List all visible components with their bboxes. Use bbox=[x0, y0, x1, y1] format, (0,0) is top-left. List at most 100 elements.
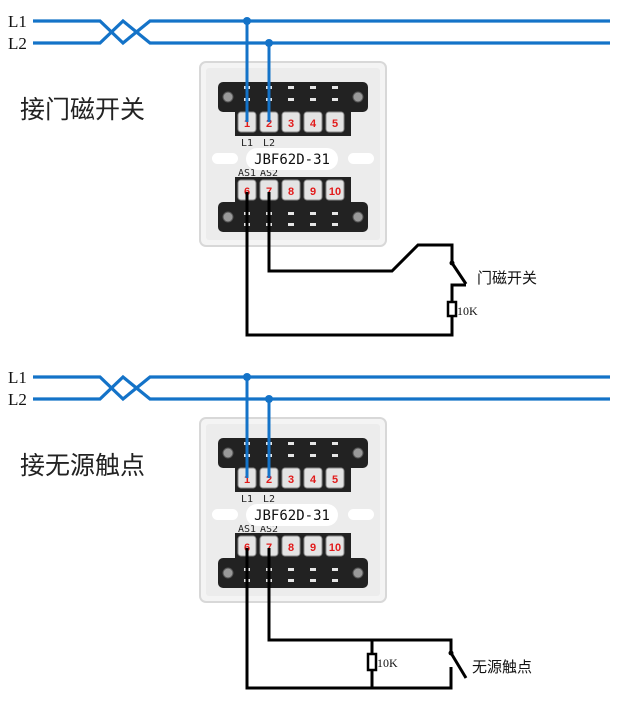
terminal-number: 5 bbox=[332, 474, 338, 486]
terminal-number: 9 bbox=[310, 542, 316, 554]
rail-slot bbox=[310, 86, 316, 89]
rail-slot bbox=[332, 86, 338, 89]
terminal-label: AS1 bbox=[238, 524, 256, 535]
resistor-label: 10K bbox=[377, 656, 398, 670]
model-plate bbox=[246, 148, 338, 170]
side-slot bbox=[348, 509, 374, 520]
rail-slot bbox=[332, 98, 338, 101]
screw-icon bbox=[222, 567, 234, 579]
terminal-label: L1 bbox=[241, 494, 253, 505]
junction-dot-l2 bbox=[265, 39, 273, 47]
screw-icon bbox=[352, 447, 364, 459]
terminal-label: AS2 bbox=[260, 524, 278, 535]
junction-dot-l2 bbox=[265, 395, 273, 403]
bus-l1-label: L1 bbox=[8, 12, 27, 31]
bottom-terminal-rail bbox=[218, 202, 368, 232]
side-slot bbox=[212, 509, 238, 520]
bus-l2-label: L2 bbox=[8, 34, 27, 53]
terminal-number: 10 bbox=[329, 542, 341, 554]
rail-slot bbox=[310, 223, 316, 226]
screw-icon bbox=[352, 211, 364, 223]
resistor-label: 10K bbox=[457, 304, 478, 318]
diagram-title: 接无源触点 bbox=[20, 451, 145, 480]
rail-slot bbox=[310, 98, 316, 101]
switch-label: 门磁开关 bbox=[477, 269, 537, 287]
rail-slot bbox=[332, 212, 338, 215]
terminal-screw-icon bbox=[281, 111, 301, 133]
terminal-label: L1 bbox=[241, 138, 253, 149]
rail-slot bbox=[288, 442, 294, 445]
terminal-screw-icon bbox=[325, 535, 345, 557]
side-slot bbox=[348, 153, 374, 164]
rail-slot bbox=[310, 568, 316, 571]
terminal-screw-icon bbox=[325, 179, 345, 201]
screw-icon bbox=[352, 91, 364, 103]
screw-icon bbox=[222, 211, 234, 223]
terminal-number: 9 bbox=[310, 186, 316, 198]
switch-blade bbox=[449, 652, 468, 679]
wire-as1 bbox=[245, 192, 454, 337]
switch-blade bbox=[450, 262, 468, 285]
terminal-screw-icon bbox=[281, 179, 301, 201]
terminal-number: 2 bbox=[266, 118, 272, 130]
diagram-title: 接门磁开关 bbox=[20, 95, 145, 124]
bus-l1-label: L1 bbox=[8, 368, 27, 387]
terminal-label: AS2 bbox=[260, 168, 278, 179]
resistor-icon bbox=[446, 300, 458, 318]
rail-slot bbox=[332, 454, 338, 457]
wire-as1 bbox=[245, 548, 453, 690]
terminal-number: 1 bbox=[244, 474, 250, 486]
terminal-label: AS1 bbox=[238, 168, 256, 179]
screw-icon bbox=[352, 567, 364, 579]
model-plate bbox=[246, 504, 338, 526]
terminal-label: L2 bbox=[263, 138, 275, 149]
terminal-screw-icon bbox=[303, 111, 323, 133]
rail-slot bbox=[332, 579, 338, 582]
side-slot bbox=[212, 153, 238, 164]
rail-slot bbox=[288, 212, 294, 215]
wire-switch-resistor bbox=[450, 283, 466, 302]
terminal-screw-icon bbox=[281, 535, 301, 557]
rail-slot bbox=[310, 454, 316, 457]
rail-slot bbox=[288, 568, 294, 571]
terminal-screw-icon bbox=[281, 467, 301, 489]
terminal-number: 3 bbox=[288, 118, 294, 130]
screw-icon bbox=[222, 447, 234, 459]
model-label: JBF62D-31 bbox=[254, 152, 330, 168]
wire-as2 bbox=[267, 548, 453, 652]
rail-slot bbox=[288, 223, 294, 226]
terminal-screw-icon bbox=[303, 179, 323, 201]
switch-label: 无源触点 bbox=[472, 658, 532, 676]
terminal-number: 8 bbox=[288, 542, 294, 554]
resistor-icon bbox=[366, 652, 378, 672]
rail-slot bbox=[310, 579, 316, 582]
bottom-terminal-rail bbox=[218, 558, 368, 588]
rail-slot bbox=[288, 86, 294, 89]
rail-slot bbox=[332, 442, 338, 445]
rail-slot bbox=[310, 212, 316, 215]
rail-slot bbox=[310, 442, 316, 445]
bus-l2-label: L2 bbox=[8, 390, 27, 409]
screw-icon bbox=[222, 91, 234, 103]
terminal-number: 1 bbox=[244, 118, 250, 130]
rail-slot bbox=[332, 568, 338, 571]
bus-wire-l2 bbox=[33, 374, 610, 401]
model-label: JBF62D-31 bbox=[254, 508, 330, 524]
bus-wire-l1 bbox=[33, 19, 610, 46]
junction-dot-l1 bbox=[243, 373, 251, 381]
terminal-number: 8 bbox=[288, 186, 294, 198]
terminal-number: 4 bbox=[310, 118, 317, 130]
rail-slot bbox=[288, 579, 294, 582]
rail-slot bbox=[288, 454, 294, 457]
terminal-label: L2 bbox=[263, 494, 275, 505]
terminal-number: 3 bbox=[288, 474, 294, 486]
terminal-number: 2 bbox=[266, 474, 272, 486]
rail-slot bbox=[288, 98, 294, 101]
terminal-screw-icon bbox=[325, 467, 345, 489]
terminal-screw-icon bbox=[303, 467, 323, 489]
